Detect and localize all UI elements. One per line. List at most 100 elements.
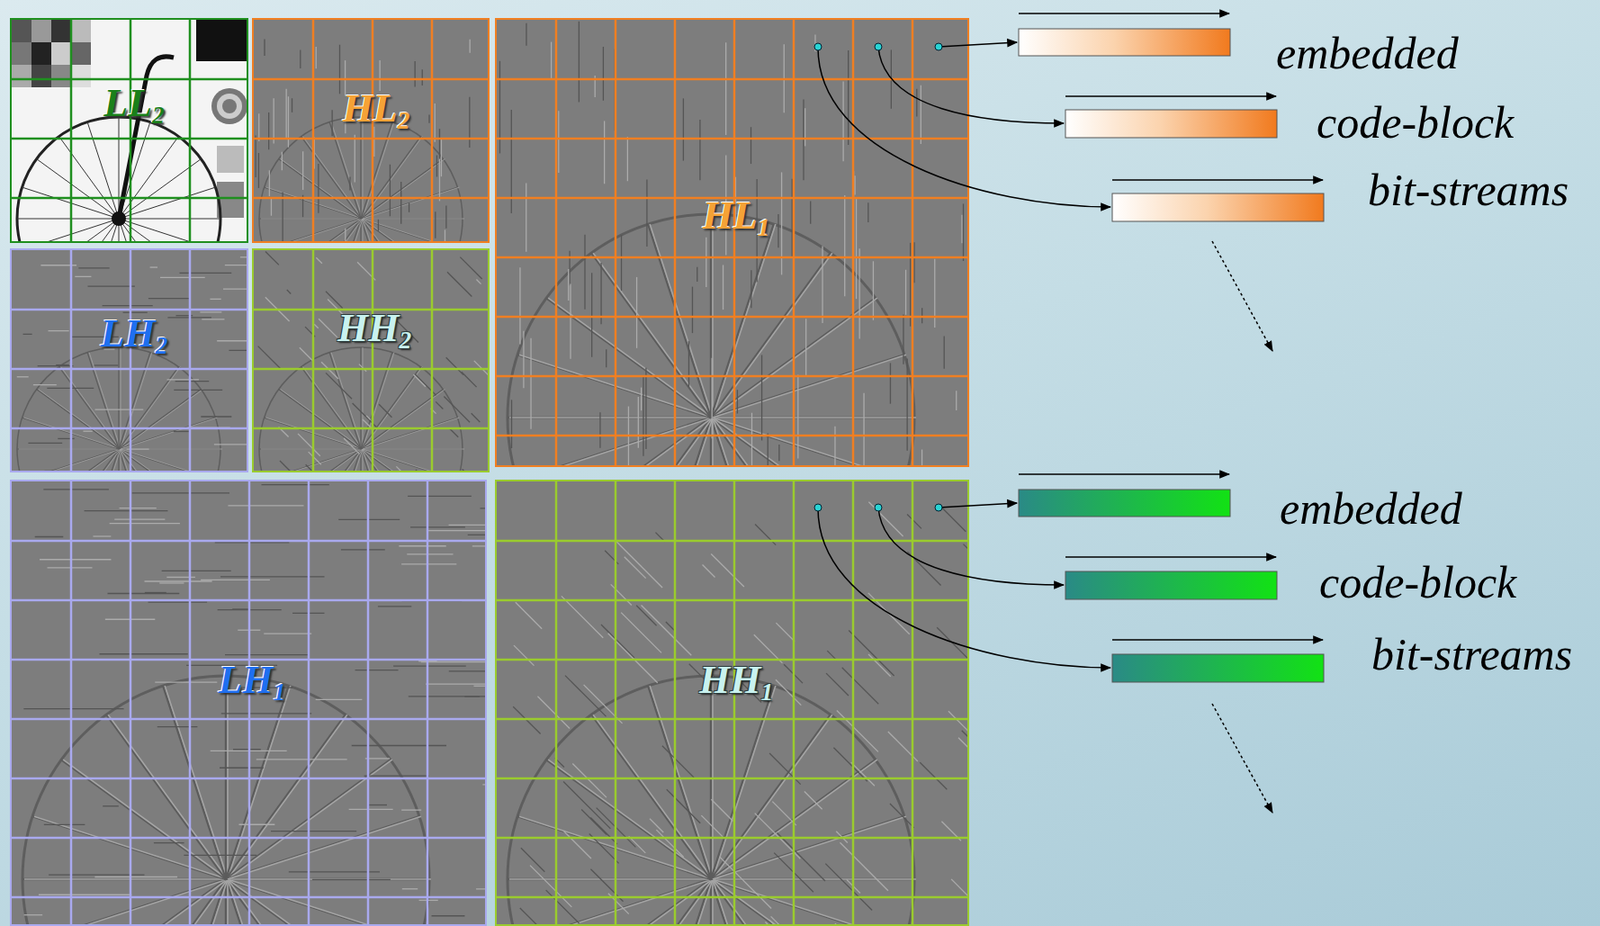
detail-ground: [496, 481, 968, 925]
edge-detail: [240, 256, 247, 258]
spoke-edge: [278, 159, 361, 219]
edge-detail: [645, 368, 647, 450]
edge-detail: [855, 197, 857, 300]
stream-label: bit-streams: [1367, 167, 1569, 213]
edge-detail: [33, 384, 57, 386]
edge-detail: [291, 98, 293, 113]
spoke-edge: [227, 714, 348, 880]
edge-detail: [611, 584, 632, 605]
spoke-edge: [107, 879, 228, 925]
bitstream-bar: [1065, 109, 1277, 138]
bitstream-bar: [1018, 489, 1231, 517]
subband-box: HL1: [494, 17, 970, 468]
edge-detail: [364, 774, 430, 776]
edge-detail: [228, 350, 247, 351]
spoke-edge: [329, 352, 361, 450]
edge-detail: [913, 242, 915, 283]
spoke-edge: [120, 449, 223, 450]
label-main: LH: [218, 657, 274, 702]
grey-patch: [216, 145, 244, 173]
edge-detail: [148, 297, 189, 299]
continuation-arrow: [1212, 703, 1273, 813]
spoke-edge: [509, 878, 713, 881]
edge-detail: [413, 374, 426, 387]
edge-detail: [802, 98, 804, 180]
spoke-edge: [360, 122, 393, 219]
subband-label: LH2: [100, 314, 169, 354]
edge-detail: [814, 35, 816, 53]
edge-detail: [179, 272, 232, 274]
edge-detail: [537, 696, 570, 729]
edge-detail: [769, 753, 801, 785]
edge-detail: [462, 468, 478, 471]
edge-detail: [725, 42, 727, 135]
spoke-edge: [362, 449, 395, 471]
edge-detail: [842, 667, 880, 705]
label-subscript: 1: [760, 678, 774, 706]
edge-detail: [268, 112, 270, 150]
edge-detail: [445, 206, 447, 229]
grid-line: [70, 481, 73, 925]
spoke-edge: [359, 116, 361, 219]
grid-line: [371, 19, 375, 242]
edge-detail: [265, 251, 279, 265]
edge-detail: [183, 854, 257, 856]
grid-line: [11, 197, 247, 200]
spoke-edge: [710, 714, 831, 880]
wheel-spoke: [118, 218, 179, 242]
edge-detail: [581, 809, 607, 836]
spoke-edge: [120, 352, 153, 450]
direction-arrow: [1018, 473, 1230, 476]
spoke-edge: [360, 218, 421, 242]
stream-label: code-block: [1319, 559, 1517, 605]
spoke-edge: [362, 116, 364, 219]
edge-detail: [467, 534, 486, 536]
code-block-dot: [874, 43, 882, 51]
edge-detail: [299, 347, 314, 361]
code-block-dot: [814, 503, 822, 512]
spoke-edge: [593, 252, 713, 418]
subband-box: LH1: [9, 479, 487, 926]
edge-detail: [214, 443, 247, 445]
label-holder: bit-streams: [1371, 631, 1573, 677]
edge-detail: [833, 747, 867, 782]
edge-detail: [305, 464, 332, 471]
edge-detail: [449, 670, 486, 672]
edge-detail: [159, 582, 184, 584]
edge-detail: [568, 251, 570, 286]
spoke-edge: [593, 714, 713, 880]
edge-detail: [777, 214, 779, 248]
edge-detail: [919, 762, 947, 790]
grid-line: [70, 19, 73, 242]
spoke-edge: [712, 252, 833, 418]
spoke-edge: [360, 218, 393, 242]
edge-detail: [572, 763, 607, 798]
spoke-edge: [331, 352, 363, 450]
edge-detail: [920, 85, 922, 144]
edge-detail: [288, 871, 380, 872]
spoke-edge: [712, 417, 776, 466]
spoke-edge: [227, 816, 422, 880]
edge-detail: [868, 593, 910, 635]
grid-line: [367, 481, 370, 925]
code-block-dot: [814, 43, 822, 51]
edge-detail: [839, 842, 888, 890]
edge-detail: [468, 97, 470, 148]
edge-detail: [711, 358, 713, 440]
edge-detail: [859, 248, 861, 339]
edge-detail: [847, 50, 849, 145]
spoke-edge: [712, 417, 833, 466]
spoke-edge: [712, 354, 907, 418]
direction-arrow: [1065, 556, 1277, 558]
grid-line: [11, 427, 247, 431]
edge-detail: [109, 522, 180, 524]
test-patch: [31, 19, 52, 43]
spoke-edge: [647, 224, 711, 418]
edge-detail: [339, 44, 341, 95]
edge-detail: [344, 228, 346, 242]
edge-detail: [408, 202, 410, 212]
edge-detail: [341, 548, 386, 550]
stream-label: code-block: [1316, 99, 1514, 145]
edge-detail: [46, 566, 92, 568]
